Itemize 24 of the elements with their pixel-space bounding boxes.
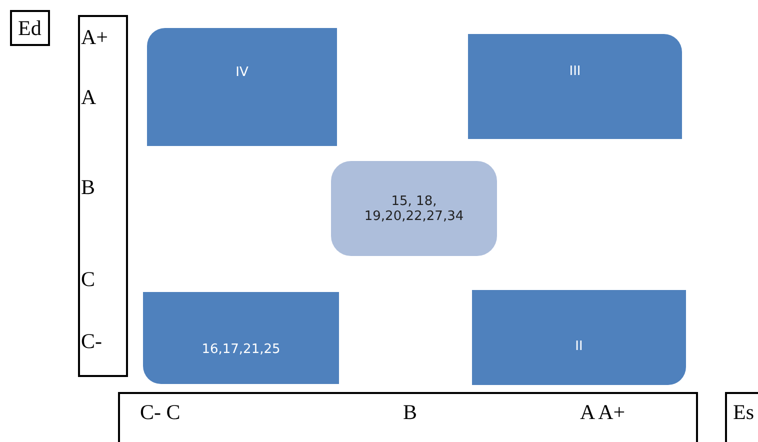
axis-grade-label: B	[403, 402, 418, 423]
axis-title: Ed	[18, 18, 42, 39]
axis-title-box	[10, 10, 50, 46]
axis-title-box	[725, 392, 758, 442]
quadrant-box	[147, 28, 337, 146]
quadrant-label: IV	[236, 64, 248, 80]
quadrant-label: III	[569, 64, 581, 79]
axis-grade-label: C-	[81, 331, 102, 352]
item-numbers: 16,17,21,25	[202, 342, 280, 356]
center-box	[331, 161, 497, 256]
quadrant-label: II	[575, 339, 583, 354]
axis-grade-label: A	[81, 87, 96, 108]
quadrant-box	[468, 34, 682, 139]
axis-title: Es	[733, 402, 754, 423]
axis-grade-label: A A+	[580, 402, 626, 423]
axis-grade-label: C- C	[140, 402, 180, 423]
axis-scale-box	[78, 15, 128, 377]
axis-grade-label: B	[81, 177, 96, 198]
item-numbers: 15, 18, 19,20,22,27,34	[363, 194, 465, 224]
quadrant-box	[143, 292, 339, 384]
axis-grade-label: C	[81, 269, 96, 290]
axis-scale-box	[118, 392, 698, 442]
quadrant-box	[472, 290, 686, 385]
axis-grade-label: A+	[81, 27, 108, 48]
